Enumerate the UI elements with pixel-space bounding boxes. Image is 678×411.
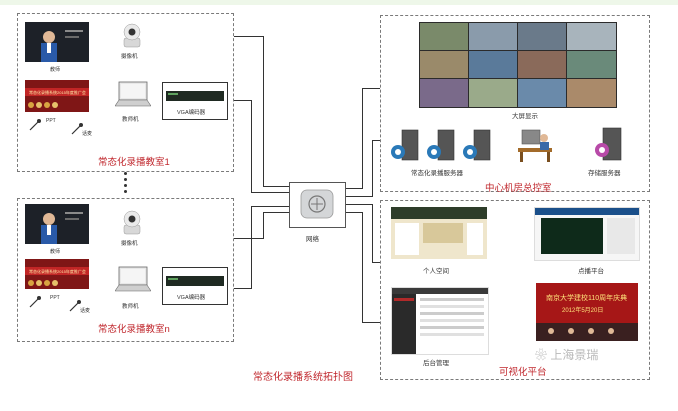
- operator-desk-icon: [518, 129, 552, 162]
- visual-title: 可视化平台: [499, 367, 547, 378]
- backend-admin-icon: [392, 288, 488, 354]
- teacher-label: 教师: [50, 249, 61, 255]
- watermark-text: 上海景瑞: [550, 348, 599, 362]
- ppt-slide-icon: [25, 80, 89, 112]
- visual-box: 个人空间 点播平台 后台管理 南京大学建校110周年庆典 2012年5月20日 …: [380, 200, 650, 380]
- pc-label: 教师机: [122, 304, 139, 310]
- ppt-label: PPT: [50, 295, 60, 301]
- banner-line2: 2012年5月20日: [562, 308, 604, 314]
- teacher-icon: [25, 204, 89, 244]
- mic-icon: [69, 300, 81, 312]
- personal-space-screenshot: [391, 207, 487, 259]
- celebration-screenshot: 南京大学建校110周年庆典 2012年5月20日: [536, 283, 638, 341]
- ppt-screen: 常态化录播系统2015年度推广会: [25, 259, 89, 289]
- vod-label: 点播平台: [578, 268, 604, 275]
- mic-label: 话麦: [80, 308, 91, 314]
- video-wall-icon: [419, 22, 617, 108]
- teacher-pc: [115, 265, 151, 293]
- celebration-banner-icon: [536, 283, 638, 341]
- top-band: [0, 0, 678, 5]
- encoder-frame: VGA编码器: [162, 82, 228, 120]
- vod-screenshot: [534, 207, 640, 261]
- record-servers-icon: [391, 129, 491, 161]
- camera-label: 摄像机: [121, 241, 138, 247]
- personal-space-label: 个人空间: [423, 268, 449, 275]
- camera-device: [121, 209, 143, 235]
- video-wall: [419, 22, 617, 108]
- classroom-n-box: 教师 摄像机 常态化录播系统2015年度推广会 PPT 话麦 教师机: [17, 198, 234, 342]
- mic-label: 话麦: [82, 131, 93, 137]
- encoder-icon: [166, 276, 224, 286]
- center-box: 大屏显示 常态化录播服务器 存储服务器 中心机房总控室: [380, 15, 650, 194]
- network-label: 网络: [306, 236, 319, 243]
- wechat-icon: ❀: [535, 348, 548, 362]
- mic-icon: [71, 123, 83, 135]
- backend-screenshot: [391, 287, 489, 355]
- teacher-label: 教师: [50, 67, 61, 73]
- diagram-title: 常态化录播系统拓扑图: [253, 372, 353, 383]
- ppt-slide-icon: [25, 259, 89, 289]
- pc-label: 教师机: [122, 117, 139, 123]
- ellipsis-dots: [124, 172, 127, 193]
- laptop-icon: [115, 266, 151, 292]
- ppt-mic-icon: [29, 119, 41, 131]
- teacher-screen: [25, 22, 89, 62]
- teacher-screen: [25, 204, 89, 244]
- network-box: [289, 182, 346, 228]
- camera-device: [121, 22, 143, 48]
- teacher-icon: [25, 22, 89, 62]
- ppt-screen: 常态化录播系统2015年度推广会: [25, 80, 89, 112]
- laptop-icon: [115, 81, 151, 107]
- vod-player-icon: [535, 208, 639, 254]
- encoder-frame: VGA编码器: [162, 267, 228, 305]
- ppt-label: PPT: [46, 118, 56, 124]
- storage-server-label: 存储服务器: [588, 170, 621, 177]
- personal-space-icon: [391, 207, 487, 259]
- ppt-screen-text: 常态化录播系统2015年度推广会: [29, 269, 86, 274]
- ppt-mic-icon: [29, 296, 41, 308]
- watermark: ❀ 上海景瑞: [535, 346, 598, 363]
- network-switch-icon: [300, 189, 334, 219]
- camera-icon: [123, 23, 141, 48]
- ppt-screen-text: 常态化录播系统2015年度推广会: [29, 90, 86, 95]
- center-title: 中心机房总控室: [485, 183, 552, 194]
- classroom-1-title: 常态化录播教室1: [98, 157, 170, 168]
- encoder-label: VGA编码器: [177, 295, 206, 301]
- camera-label: 摄像机: [121, 54, 138, 60]
- classroom-n-title: 常态化录播教室n: [98, 324, 170, 335]
- storage-server-icon: [595, 127, 622, 161]
- record-server-label: 常态化录播服务器: [411, 170, 463, 177]
- banner-line1: 南京大学建校110周年庆典: [546, 295, 628, 302]
- big-screen-label: 大屏显示: [512, 113, 538, 120]
- encoder-icon: [166, 91, 224, 101]
- camera-icon: [123, 210, 141, 235]
- backend-label: 后台管理: [423, 360, 449, 367]
- encoder-label: VGA编码器: [177, 110, 206, 116]
- classroom-1-box: 教师 摄像机 常态化录播系统2015年度推广会 PPT 话麦 教师机: [17, 13, 234, 172]
- teacher-pc: [115, 80, 151, 108]
